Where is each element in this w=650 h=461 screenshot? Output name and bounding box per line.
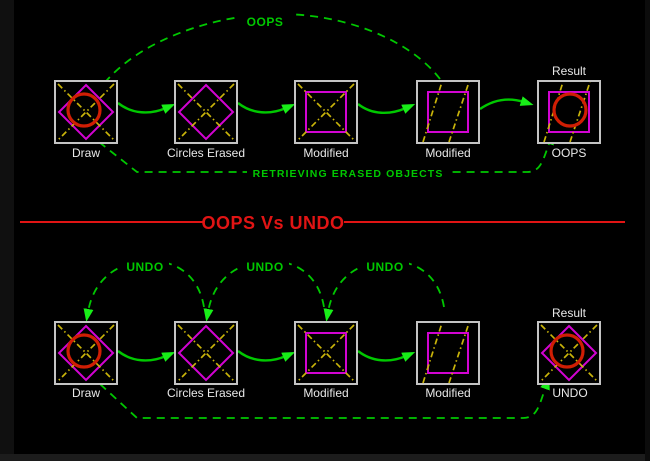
oops-section: OOPS RETRIEVING ERASED OBJECTS Result Dr… xyxy=(54,8,601,180)
undo-arc-label-3: UNDO xyxy=(366,260,403,274)
flow-arrow-top-4 xyxy=(479,96,534,110)
top-stage-caption-circles-erased: Circles Erased xyxy=(167,146,245,160)
retrieval-label: RETRIEVING ERASED OBJECTS xyxy=(253,168,444,180)
oops-arc-label-bg xyxy=(240,8,292,28)
top-stage-caption-draw: Draw xyxy=(72,146,100,160)
divider: OOPS Vs UNDO xyxy=(20,213,625,233)
flow-arrow-top-3 xyxy=(357,103,416,114)
undo-arc-label-2: UNDO xyxy=(246,260,283,274)
undo-label-2-bg xyxy=(241,257,289,274)
undo-arc-label-1: UNDO xyxy=(126,260,163,274)
flow-arrow-bottom-3 xyxy=(357,350,416,362)
top-stage-caption-oops: OOPS xyxy=(552,146,587,160)
undo-label-1-bg xyxy=(121,257,169,274)
bottom-stage-circles-erased xyxy=(174,321,238,385)
flow-arrow-top-2 xyxy=(237,102,296,114)
top-stage-caption-modified-1: Modified xyxy=(303,146,348,160)
vignette-bottom xyxy=(0,454,650,461)
flow-arrow-top-1 xyxy=(117,102,176,114)
bottom-stage-draw xyxy=(54,321,118,385)
bottom-stage-caption-modified-1: Modified xyxy=(303,386,348,400)
flow-arrow-bottom-2 xyxy=(237,350,296,362)
retrieval-path-bottom xyxy=(99,376,550,419)
undo-label-3-bg xyxy=(361,257,409,274)
bottom-stage-modified-2 xyxy=(416,321,480,385)
oops-arc-label: OOPS xyxy=(247,15,284,29)
top-stage-circles-erased xyxy=(174,80,238,144)
bottom-stage-result xyxy=(537,321,601,385)
divider-title: OOPS Vs UNDO xyxy=(201,213,344,233)
top-result-caption: Result xyxy=(552,64,587,78)
top-stage-result xyxy=(537,80,601,144)
flow-arrow-bottom-1 xyxy=(117,350,176,362)
top-stage-caption-modified-2: Modified xyxy=(425,146,470,160)
top-stage-modified-1 xyxy=(294,80,358,144)
vignette-left xyxy=(0,0,14,461)
top-stage-draw xyxy=(54,80,118,144)
retrieval-path-top xyxy=(98,131,554,173)
top-stage-modified-2 xyxy=(416,80,480,144)
bottom-stage-caption-circles-erased: Circles Erased xyxy=(167,386,245,400)
undo-section: UNDO UNDO UNDO Result Draw Circles Erase… xyxy=(54,257,601,419)
bottom-result-caption: Result xyxy=(552,306,587,320)
retrieval-label-bg xyxy=(247,164,449,180)
vignette-right xyxy=(645,0,650,461)
bottom-stage-caption-undo: UNDO xyxy=(552,386,587,400)
bottom-stage-caption-draw: Draw xyxy=(72,386,100,400)
bottom-stage-caption-modified-2: Modified xyxy=(425,386,470,400)
bottom-stage-modified-1 xyxy=(294,321,358,385)
